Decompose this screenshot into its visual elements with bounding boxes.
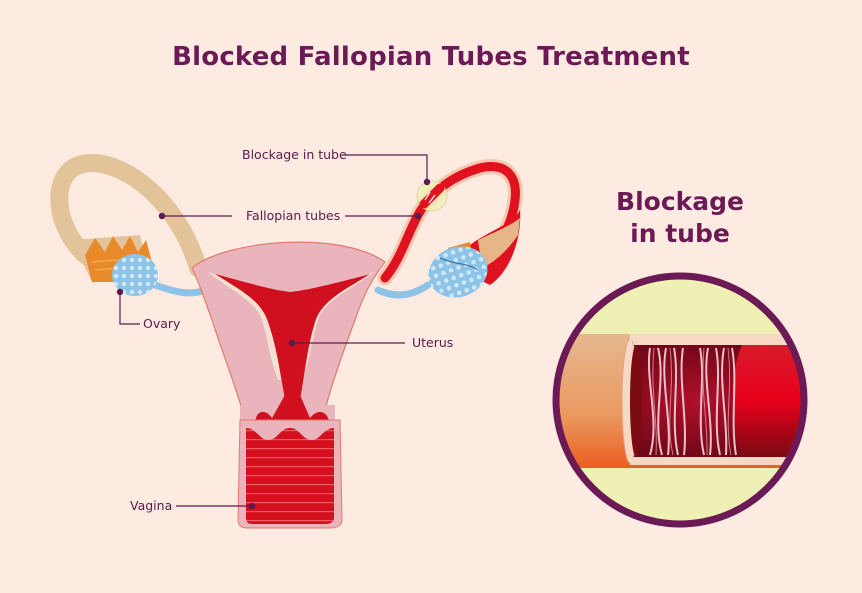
label-blockage-in-tube: Blockage in tube [242,147,347,162]
label-ovary: Ovary [143,316,181,331]
diagram-title: Blocked Fallopian Tubes Treatment [172,42,690,72]
label-fallopian-tubes: Fallopian tubes [246,208,341,223]
right-ovary [374,246,488,299]
leader-dots [116,178,431,510]
blockage-highlight [416,180,448,212]
label-vagina: Vagina [130,498,173,513]
uterus [191,241,386,425]
inset-title-line2: in tube [630,219,730,248]
leader-lines [119,154,428,507]
vagina [237,419,343,529]
label-uterus: Uterus [412,335,454,350]
inset-title-line1: Blockage [616,187,744,216]
blockage-closeup-inset [552,272,808,528]
inset-title: Blockage in tube [590,186,770,250]
